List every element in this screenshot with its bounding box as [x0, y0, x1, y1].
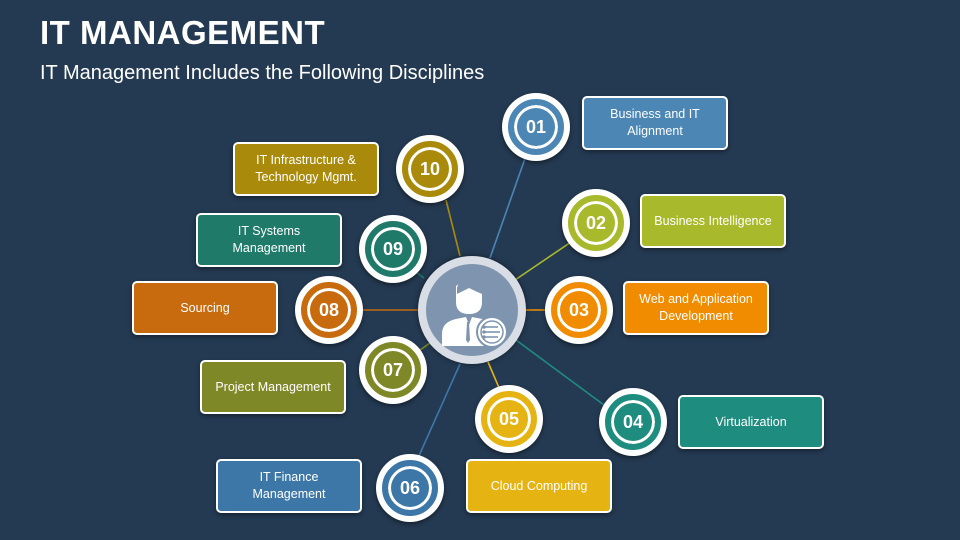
step-02-node: 02	[562, 189, 630, 257]
step-08-box: Sourcing	[132, 281, 278, 335]
step-06-ring	[382, 460, 438, 516]
step-05-label: Cloud Computing	[490, 478, 588, 493]
step-06-number: 06	[399, 478, 421, 498]
step-09-label: IT Systems Management	[232, 224, 306, 255]
connector-06	[417, 363, 461, 459]
connector-10	[445, 199, 461, 257]
step-04-ring	[605, 394, 661, 450]
step-04-label: Virtualization	[715, 414, 787, 429]
step-05-box: Cloud Computing	[466, 459, 612, 513]
connector-02	[514, 239, 575, 281]
step-01-ring	[508, 99, 564, 155]
step-04-node: 04	[599, 388, 667, 456]
step-05-node: 05	[475, 385, 543, 453]
page-subtitle: IT Management Includes the Following Dis…	[40, 62, 485, 84]
step-10-box: IT Infrastructure & Technology Mgmt.	[233, 142, 379, 196]
it-manager-person-icon	[442, 279, 508, 348]
step-06-box: IT Finance Management	[216, 459, 362, 513]
step-10-label: IT Infrastructure & Technology Mgmt.	[255, 153, 357, 184]
step-08-ring	[301, 282, 357, 338]
page-title: IT MANAGEMENT	[40, 14, 326, 51]
step-01-box: Business and IT Alignment	[582, 96, 728, 150]
step-07-label: Project Management	[215, 379, 331, 394]
step-02-box: Business Intelligence	[640, 194, 786, 248]
step-03-label: Web and Application Development	[639, 292, 753, 323]
step-10-node: 10	[396, 135, 464, 203]
step-01-node: 01	[502, 93, 570, 161]
connector-09	[415, 271, 425, 279]
step-04-number: 04	[622, 412, 644, 432]
step-02-number: 02	[585, 213, 607, 233]
step-09-box: IT Systems Management	[196, 213, 342, 267]
step-06-node: 06	[376, 454, 444, 522]
step-03-node: 03	[545, 276, 613, 344]
step-05-ring	[481, 391, 537, 447]
step-01-label: Business and IT Alignment	[610, 107, 700, 138]
step-02-ring	[568, 195, 624, 251]
step-05-number: 05	[498, 409, 520, 429]
step-06-label: IT Finance Management	[252, 470, 326, 501]
step-02-label: Business Intelligence	[654, 213, 772, 228]
step-10-ring	[402, 141, 458, 197]
step-08-node: 08	[295, 276, 363, 344]
step-07-number: 07	[382, 360, 404, 380]
step-04-box: Virtualization	[678, 395, 824, 449]
step-07-node: 07	[359, 336, 427, 404]
connector-04	[515, 339, 605, 406]
connector-01	[489, 149, 529, 259]
step-07-ring	[365, 342, 421, 398]
step-03-box: Web and Application Development	[623, 281, 769, 335]
step-07-box: Project Management	[200, 360, 346, 414]
step-03-number: 03	[568, 300, 590, 320]
step-09-node: 09	[359, 215, 427, 283]
step-01-number: 01	[525, 117, 547, 137]
step-08-label: Sourcing	[180, 300, 230, 315]
hub-circle	[418, 256, 526, 364]
step-10-number: 10	[419, 159, 441, 179]
step-09-number: 09	[382, 239, 404, 259]
step-03-ring	[551, 282, 607, 338]
connector-07	[419, 342, 431, 351]
step-09-ring	[365, 221, 421, 277]
step-08-number: 08	[318, 300, 340, 320]
connector-05	[487, 361, 501, 391]
